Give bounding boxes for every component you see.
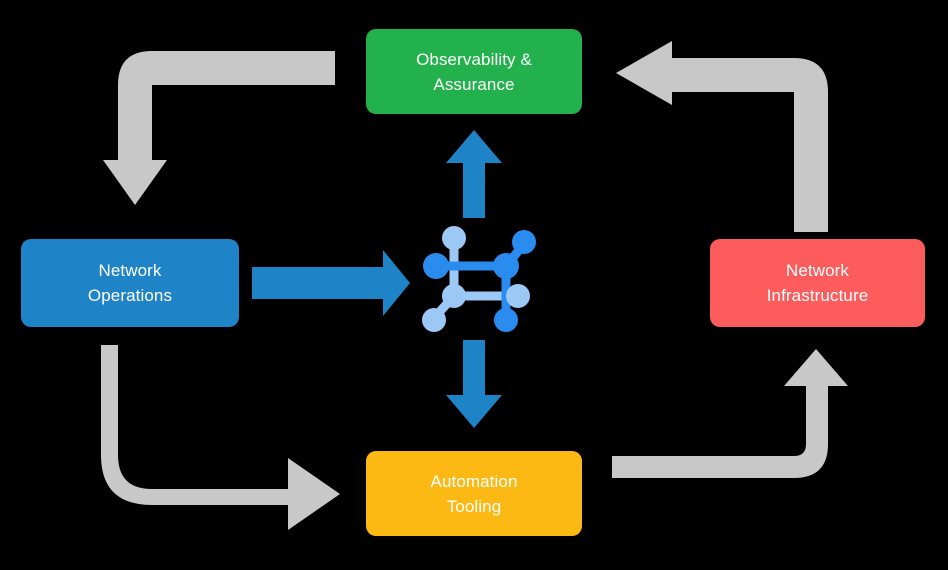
icon-node-top-light [442,226,466,250]
icon-node-center-light [442,284,466,308]
connector-netops-to-automation [101,345,340,530]
connector-automation-to-netinfra [612,349,848,478]
icon-node-topright-bright [512,230,536,254]
connector-center-to-observability [446,130,502,218]
node-observability-assurance[interactable]: Observability & Assurance [366,29,582,114]
network-topology-icon [422,226,536,332]
icon-node-hub-bright [493,253,519,279]
node-observability-label: Observability & Assurance [416,49,532,94]
connector-netops-to-center [252,250,410,316]
connector-observability-to-netops [103,51,335,205]
node-network-operations-label: Network Operations [87,261,173,305]
connector-netinfra-to-observability [616,41,828,232]
icon-node-right-light [506,284,530,308]
node-automation-tooling-label: Automation Tooling [430,471,518,516]
icon-node-left-bright [423,253,449,279]
node-network-operations[interactable]: Network Operations [21,239,239,327]
connector-center-to-automation [446,340,502,428]
node-automation-tooling[interactable]: Automation Tooling [366,451,582,536]
icon-node-bottom-bright [494,308,518,332]
node-network-infrastructure-label: Network Infrastructure [766,261,869,305]
icon-node-bottomleft-light [422,308,446,332]
node-network-infrastructure[interactable]: Network Infrastructure [710,239,925,327]
